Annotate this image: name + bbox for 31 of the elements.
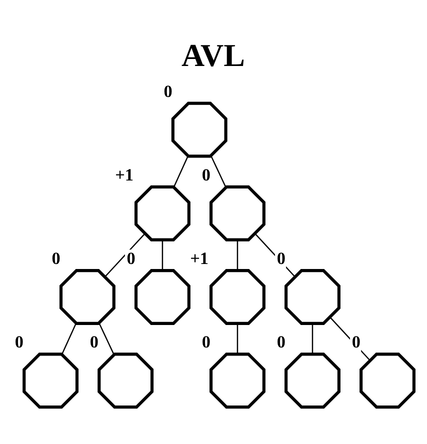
node-label: 0: [126, 249, 136, 268]
node-octagon: [210, 269, 266, 325]
connector: [162, 240, 164, 270]
connector: [236, 323, 238, 354]
connector: [61, 323, 77, 355]
node-label: 0: [202, 165, 210, 184]
node-octagon: [210, 352, 266, 409]
node-label: 0: [276, 332, 286, 352]
connector: [104, 233, 146, 277]
node-octagon: [171, 102, 228, 158]
node-octagon: [210, 185, 266, 242]
node-label: 0: [90, 332, 99, 352]
connector: [210, 156, 226, 188]
node-label: 0: [276, 249, 286, 268]
node-octagon: [98, 352, 154, 409]
node-label: 0: [14, 332, 24, 352]
node-label: +1: [115, 165, 134, 184]
node-octagon: [134, 185, 190, 242]
node-label: +1: [190, 249, 209, 268]
node-octagon: [22, 352, 79, 409]
node-octagon: [59, 269, 116, 325]
connector: [98, 322, 115, 356]
node-label: 0: [352, 332, 360, 352]
node-label: 0: [52, 249, 60, 268]
node-label: 0: [202, 332, 210, 352]
connector: [312, 323, 314, 354]
connector: [173, 156, 188, 188]
connector: [236, 240, 238, 270]
node-octagon: [284, 352, 340, 409]
node-label: 0: [164, 82, 172, 101]
diagram-title: AVL: [182, 38, 245, 74]
